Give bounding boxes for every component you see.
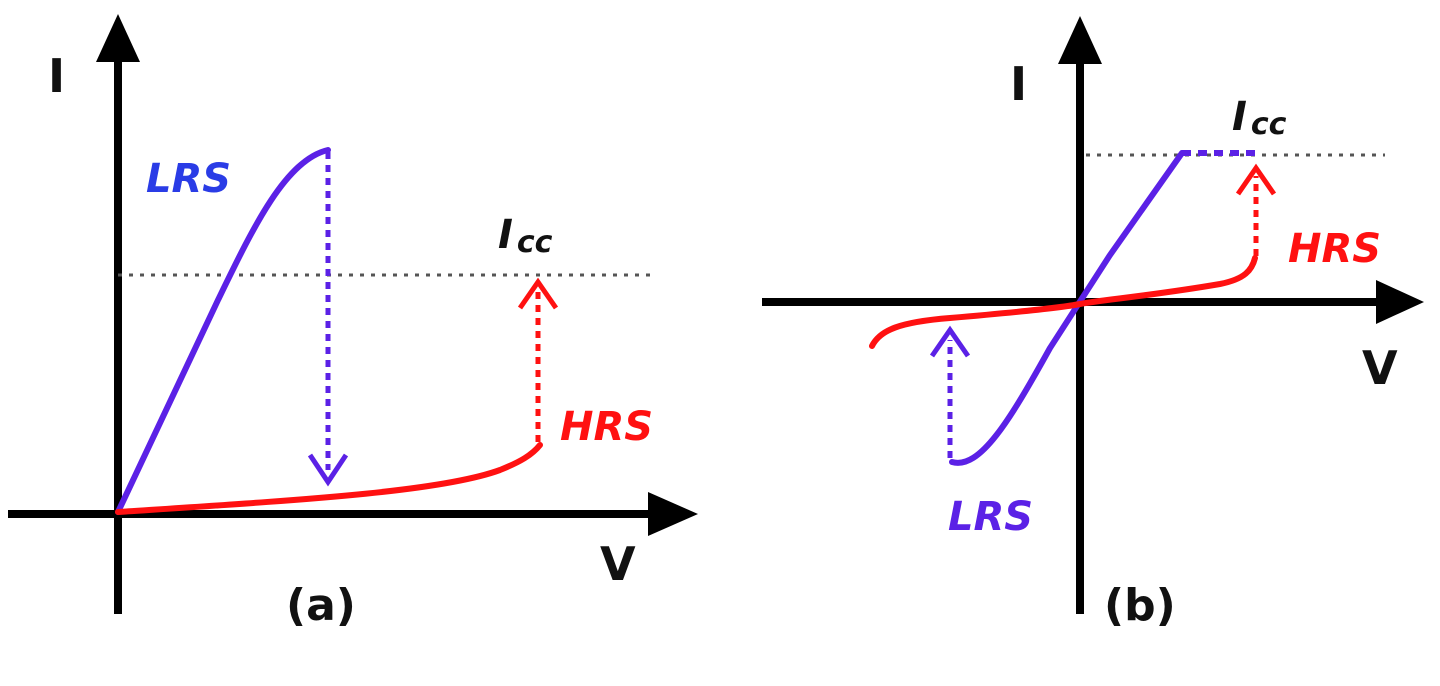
panel-b-hrs-curve [869, 255, 1258, 349]
panel-b-x-label: V [1362, 341, 1398, 395]
panel-a-y-label: I [48, 49, 65, 103]
panel-a-y-arrowhead [96, 14, 140, 62]
panel-b-icc-main: I [1232, 94, 1247, 140]
panel-a-lrs-label: LRS [146, 156, 231, 202]
panel-b-hrs-label: HRS [1288, 226, 1381, 272]
panel-a-lrs-curve [115, 147, 331, 515]
panel-a-x-arrowhead [648, 492, 698, 536]
panel-b-reset-arrowhead [929, 325, 971, 358]
panel-b-lrs-curve [949, 150, 1185, 466]
panel-b-y-label: I [1010, 57, 1027, 111]
panel-a-icc-sub: cc [517, 225, 553, 260]
panel-a-x-label: V [600, 537, 636, 591]
panel-a-reset-arrowhead [307, 453, 349, 487]
panel-a-hrs-curve [115, 442, 543, 515]
panel-b-x-arrowhead [1376, 280, 1424, 324]
panel-b-lrs-label: LRS [948, 494, 1033, 540]
panel-a-icc-main: I [498, 212, 513, 258]
panel-a-set-arrowhead [517, 277, 559, 310]
panel-b-icc-sub: cc [1251, 107, 1287, 142]
panel-a-hrs-label: HRS [560, 404, 653, 450]
panel-b-caption: (b) [1104, 580, 1176, 631]
panel-a-caption: (a) [286, 580, 356, 631]
panel-b-y-arrowhead [1058, 16, 1102, 64]
panel-b-set-arrowhead [1235, 163, 1277, 196]
